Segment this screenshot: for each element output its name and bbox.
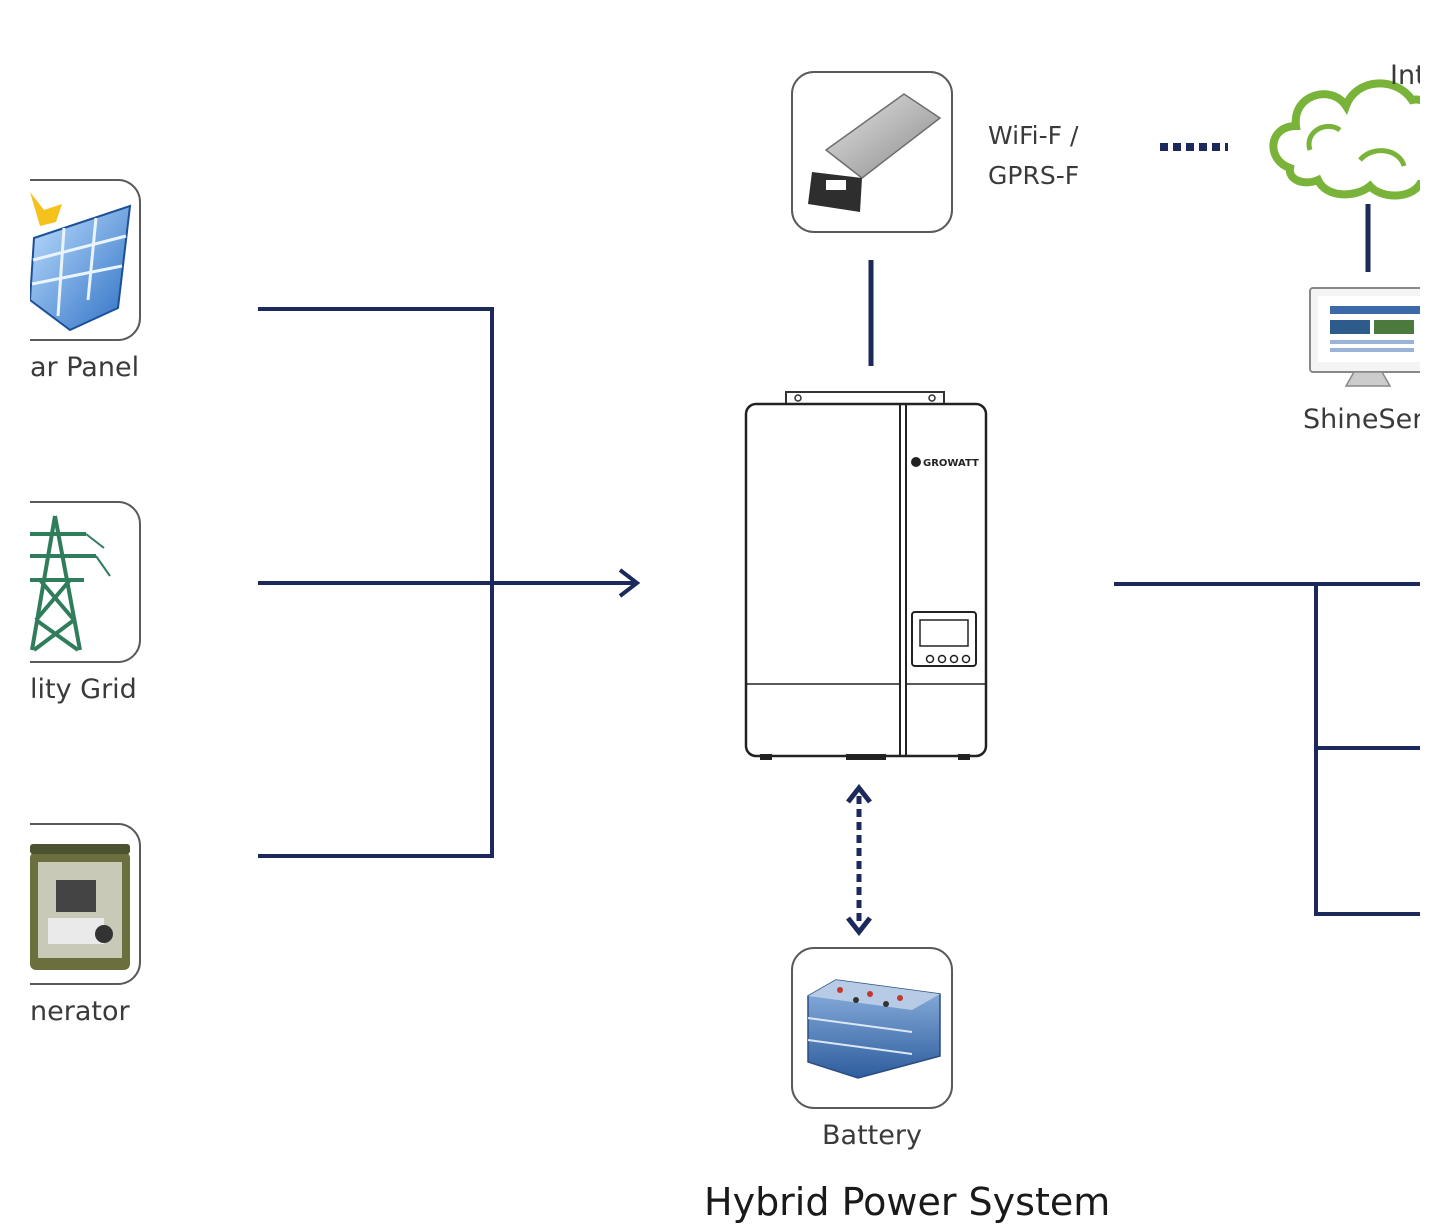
svg-text:GROWATT: GROWATT: [923, 458, 979, 469]
battery-pack-icon: [807, 979, 941, 1079]
generator-label: nerator: [30, 996, 130, 1027]
generator-card: [0, 823, 141, 985]
transmission-tower-icon: [24, 515, 111, 652]
utility-grid-label: lity Grid: [30, 674, 137, 705]
battery-label: Battery: [822, 1120, 922, 1151]
inverter-icon: [744, 391, 988, 760]
wifi-label-line1: WiFi-F /: [988, 121, 1079, 150]
right-crop-mask: [1420, 0, 1430, 1228]
solar-panel-label: ar Panel: [30, 352, 140, 383]
left-crop-mask: [0, 0, 30, 1228]
output-bus: [1114, 582, 1430, 916]
page-title: Hybrid Power System: [704, 1180, 1111, 1224]
shineserver-label: ShineSer: [1303, 404, 1424, 435]
cloud-icon: [1269, 79, 1430, 200]
battery-link: [846, 783, 872, 937]
utility-grid-card: [0, 501, 141, 663]
generator-icon: [30, 844, 130, 970]
input-bus: [258, 307, 641, 858]
wifi-label-line2: GPRS-F: [988, 161, 1080, 190]
inverter-unit: GROWATT: [744, 391, 988, 760]
internet-label: Int: [1390, 60, 1426, 91]
battery-card: [791, 947, 953, 1109]
solar-panel-icon: [28, 192, 132, 332]
inverter-brand-logo: GROWATT: [911, 457, 979, 469]
wifi-dongle-icon: [808, 93, 942, 212]
solar-panel-card: [0, 179, 141, 341]
wifi-dongle-card: [791, 71, 953, 233]
monitor-icon: [1309, 287, 1430, 387]
